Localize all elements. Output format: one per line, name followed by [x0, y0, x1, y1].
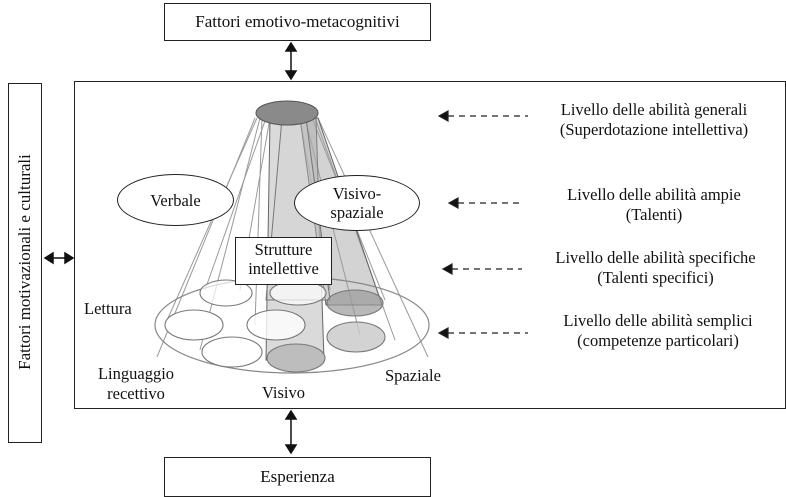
label-linguaggio-recettivo: Linguaggio recettivo — [86, 364, 186, 404]
verbale-label: Verbale — [150, 191, 200, 210]
top-cylinder — [256, 101, 318, 125]
level-specific-line2: (Talenti specifici) — [533, 268, 778, 288]
level-simple-line2: (competenze particolari) — [538, 331, 778, 351]
linguaggio-line2: recettivo — [86, 384, 186, 404]
label-spaziale: Spaziale — [385, 366, 441, 386]
ellipse-verbale: Verbale — [117, 174, 234, 226]
level-general: Livello delle abilità generali (Superdot… — [538, 100, 770, 140]
level-general-line2: (Superdotazione intellettiva) — [538, 120, 770, 140]
bottom-double-arrow — [286, 411, 296, 453]
strutture-line2: intellettive — [236, 259, 331, 278]
visivo-spaziale-line2: spaziale — [330, 203, 383, 222]
level-arrows — [439, 111, 528, 338]
label-lettura: Lettura — [84, 299, 132, 319]
linguaggio-line1: Linguaggio — [86, 364, 186, 384]
left-double-arrow — [45, 253, 73, 263]
level-simple: Livello delle abilità semplici (competen… — [538, 311, 778, 351]
base-ellipses — [165, 280, 385, 372]
ellipse-visivo-spaziale: Visivo- spaziale — [294, 175, 420, 231]
level-simple-line1: Livello delle abilità semplici — [538, 311, 778, 331]
level-broad-line1: Livello delle abilità ampie — [538, 185, 770, 205]
level-broad-line2: (Talenti) — [538, 205, 770, 225]
top-double-arrow — [286, 43, 296, 79]
level-general-line1: Livello delle abilità generali — [538, 100, 770, 120]
strutture-intellettive-box: Strutture intellettive — [235, 237, 332, 285]
level-specific-line1: Livello delle abilità specifiche — [533, 248, 778, 268]
level-specific: Livello delle abilità specifiche (Talent… — [533, 248, 778, 288]
label-visivo: Visivo — [262, 383, 305, 403]
level-broad: Livello delle abilità ampie (Talenti) — [538, 185, 770, 225]
strutture-line1: Strutture — [236, 240, 331, 259]
visivo-spaziale-line1: Visivo- — [333, 184, 382, 203]
